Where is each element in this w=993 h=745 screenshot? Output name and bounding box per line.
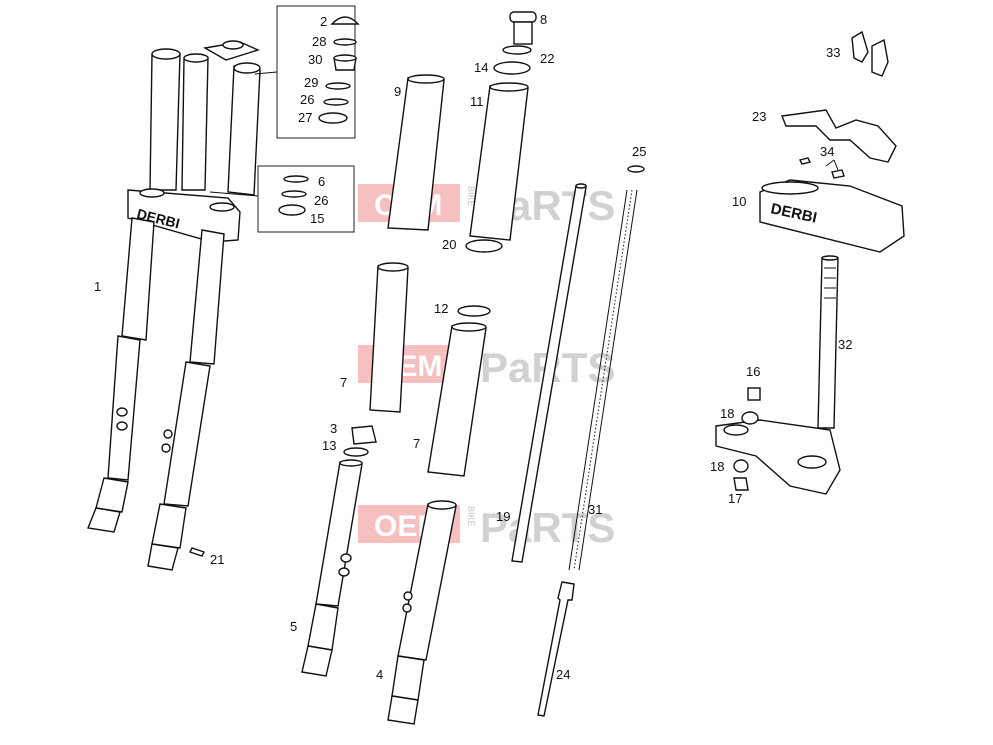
- top-triple-clamp-10: DERBI: [759, 179, 905, 253]
- label-20: 20: [442, 237, 456, 252]
- label-7a: 7: [340, 375, 347, 390]
- label-14: 14: [474, 60, 488, 75]
- label-34: 34: [820, 144, 834, 159]
- label-29: 29: [304, 75, 318, 90]
- label-6: 6: [318, 174, 325, 189]
- label-17: 17: [728, 491, 742, 506]
- tube-7a-part: [369, 262, 409, 413]
- label-5: 5: [290, 619, 297, 634]
- label-4: 4: [376, 667, 383, 682]
- handlebar-clamp-23: [781, 109, 897, 163]
- washer-25: [627, 165, 645, 173]
- label-3: 3: [330, 421, 337, 436]
- damper-rod-19: [511, 183, 587, 563]
- label-32: 32: [838, 337, 852, 352]
- label-31: 31: [588, 502, 602, 517]
- label-26a: 26: [300, 92, 314, 107]
- label-26b: 26: [314, 193, 328, 208]
- screw-21: [189, 547, 205, 557]
- label-22: 22: [540, 51, 554, 66]
- label-8: 8: [540, 12, 547, 27]
- label-2: 2: [320, 14, 327, 29]
- seal-washer: [457, 239, 503, 317]
- label-19: 19: [496, 509, 510, 524]
- label-33: 33: [826, 45, 840, 60]
- label-10: 10: [732, 194, 746, 209]
- part-labels: 1 2 28 30 29 26 27 6 26 15 9 8 22 14 11 …: [94, 12, 852, 682]
- rod-24: [537, 581, 575, 717]
- slider-5-part: [301, 459, 363, 677]
- top-bolt-hardware: [493, 11, 537, 75]
- lower-triple-clamp: [715, 419, 841, 495]
- label-27: 27: [298, 110, 312, 125]
- label-18a: 18: [720, 406, 734, 421]
- svg-text:BIKE: BIKE: [466, 186, 476, 207]
- label-25: 25: [632, 144, 646, 159]
- leader-lines: [825, 159, 839, 171]
- clips-33: [851, 30, 889, 77]
- spring-31: [568, 189, 638, 571]
- label-9: 9: [394, 84, 401, 99]
- upper-hardware-box: [254, 5, 360, 139]
- label-13: 13: [322, 438, 336, 453]
- slider-4-part: [387, 500, 457, 725]
- label-1: 1: [94, 279, 101, 294]
- label-15: 15: [310, 211, 324, 226]
- lower-hardware-box: [209, 165, 355, 233]
- label-11: 11: [470, 94, 484, 109]
- watermark-bottom: OEM BIKE PaRTS: [358, 504, 615, 551]
- tube-7b-part: [427, 322, 487, 477]
- svg-text:BIKE: BIKE: [466, 506, 476, 527]
- svg-text:PaRTS: PaRTS: [480, 504, 615, 551]
- tube-11-part: [469, 82, 529, 241]
- label-12: 12: [434, 301, 448, 316]
- label-21: 21: [210, 552, 224, 567]
- steering-stem-32: [817, 255, 839, 429]
- label-30: 30: [308, 52, 322, 67]
- label-16: 16: [746, 364, 760, 379]
- label-28: 28: [312, 34, 326, 49]
- label-23: 23: [752, 109, 766, 124]
- label-7b: 7: [413, 436, 420, 451]
- fork-assembly-part: DERBI: [87, 40, 261, 571]
- small-parts-34: [798, 157, 845, 179]
- bushing-parts: [343, 425, 377, 457]
- bolt-washer-nut: [733, 387, 761, 491]
- label-24: 24: [556, 667, 570, 682]
- label-18b: 18: [710, 459, 724, 474]
- tube-9-part: [387, 74, 445, 231]
